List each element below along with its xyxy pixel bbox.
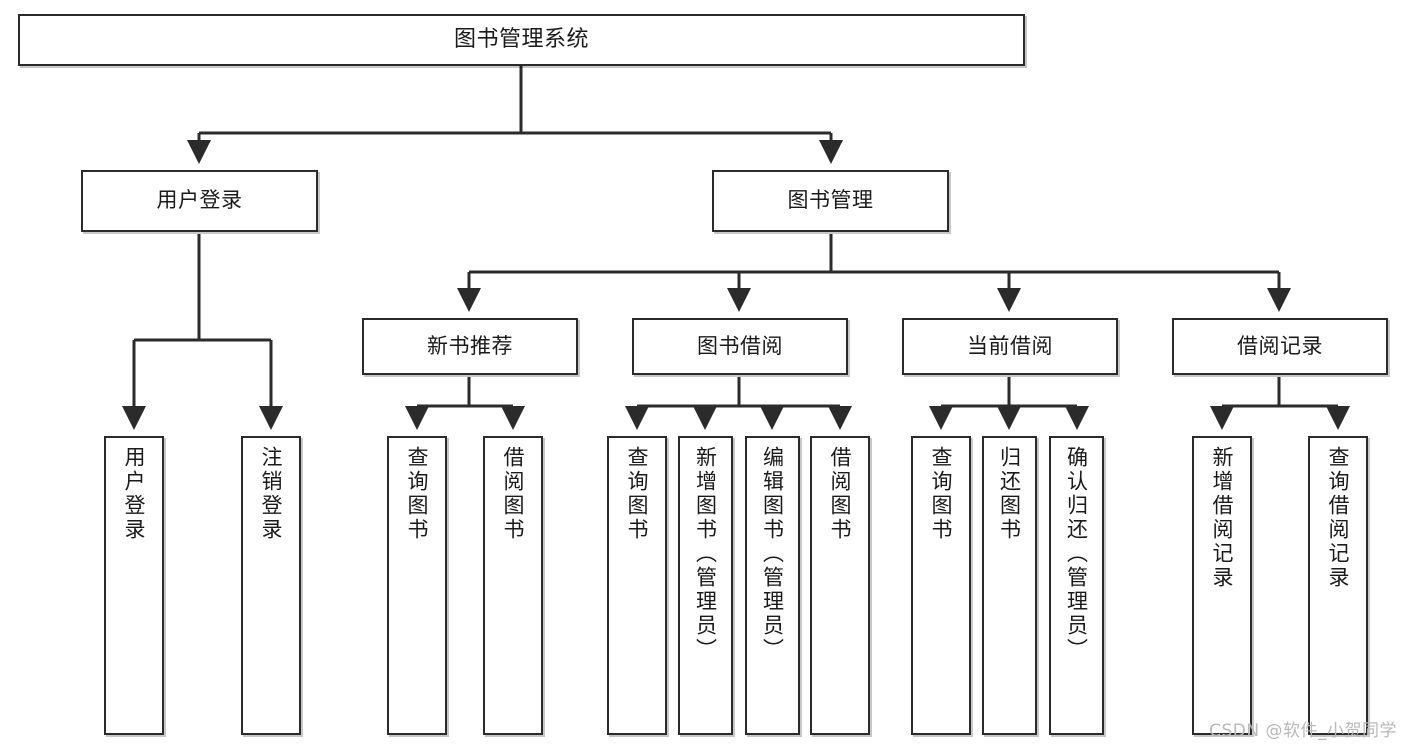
node-leaf-query-borrow-record[interactable]: 查询借阅记录 — [1308, 436, 1368, 735]
node-label: 归还图书 — [997, 446, 1022, 542]
node-label: 确认归还（管理员） — [1064, 446, 1089, 662]
node-user-login[interactable]: 用户登录 — [81, 170, 318, 232]
node-label: 编辑图书（管理员） — [760, 446, 785, 662]
node-leaf-logout[interactable]: 注销登录 — [241, 436, 301, 735]
node-label: 新增图书（管理员） — [693, 446, 718, 662]
node-label: 查询图书 — [405, 446, 430, 542]
node-label: 注销登录 — [259, 446, 284, 542]
node-book-borrow[interactable]: 图书借阅 — [632, 318, 848, 375]
node-label: 借阅图书 — [501, 446, 526, 542]
node-leaf-query-book-borrow[interactable]: 查询图书 — [607, 436, 667, 735]
node-label: 借阅图书 — [828, 446, 853, 542]
node-leaf-edit-book[interactable]: 编辑图书（管理员） — [745, 436, 800, 735]
node-label: 图书管理 — [787, 188, 874, 213]
node-leaf-query-book-recommend[interactable]: 查询图书 — [387, 436, 447, 735]
node-borrow-record[interactable]: 借阅记录 — [1172, 318, 1388, 375]
node-leaf-query-book-current[interactable]: 查询图书 — [911, 436, 971, 735]
node-leaf-borrow-book[interactable]: 借阅图书 — [810, 436, 870, 735]
node-book-manage[interactable]: 图书管理 — [712, 170, 949, 232]
node-label: 新书推荐 — [427, 333, 513, 358]
node-leaf-borrow-book-recommend[interactable]: 借阅图书 — [483, 436, 543, 735]
node-label: 查询借阅记录 — [1326, 446, 1351, 590]
node-label: 图书借阅 — [697, 333, 783, 358]
node-label: 查询图书 — [929, 446, 954, 542]
node-book-management-system[interactable]: 图书管理系统 — [18, 14, 1025, 66]
node-label: 查询图书 — [625, 446, 650, 542]
node-new-book-recommend[interactable]: 新书推荐 — [362, 318, 578, 375]
node-current-borrow[interactable]: 当前借阅 — [902, 318, 1118, 375]
node-label: 借阅记录 — [1237, 333, 1323, 358]
node-label: 当前借阅 — [967, 333, 1053, 358]
node-leaf-user-login[interactable]: 用户登录 — [104, 436, 164, 735]
node-leaf-add-borrow-record[interactable]: 新增借阅记录 — [1192, 436, 1252, 735]
node-label: 用户登录 — [122, 446, 147, 542]
node-leaf-add-book[interactable]: 新增图书（管理员） — [678, 436, 733, 735]
node-label: 图书管理系统 — [453, 26, 589, 52]
node-leaf-return-book[interactable]: 归还图书 — [982, 436, 1037, 735]
node-leaf-confirm-return[interactable]: 确认归还（管理员） — [1049, 436, 1104, 735]
node-label: 用户登录 — [156, 188, 243, 213]
node-label: 新增借阅记录 — [1210, 446, 1235, 590]
